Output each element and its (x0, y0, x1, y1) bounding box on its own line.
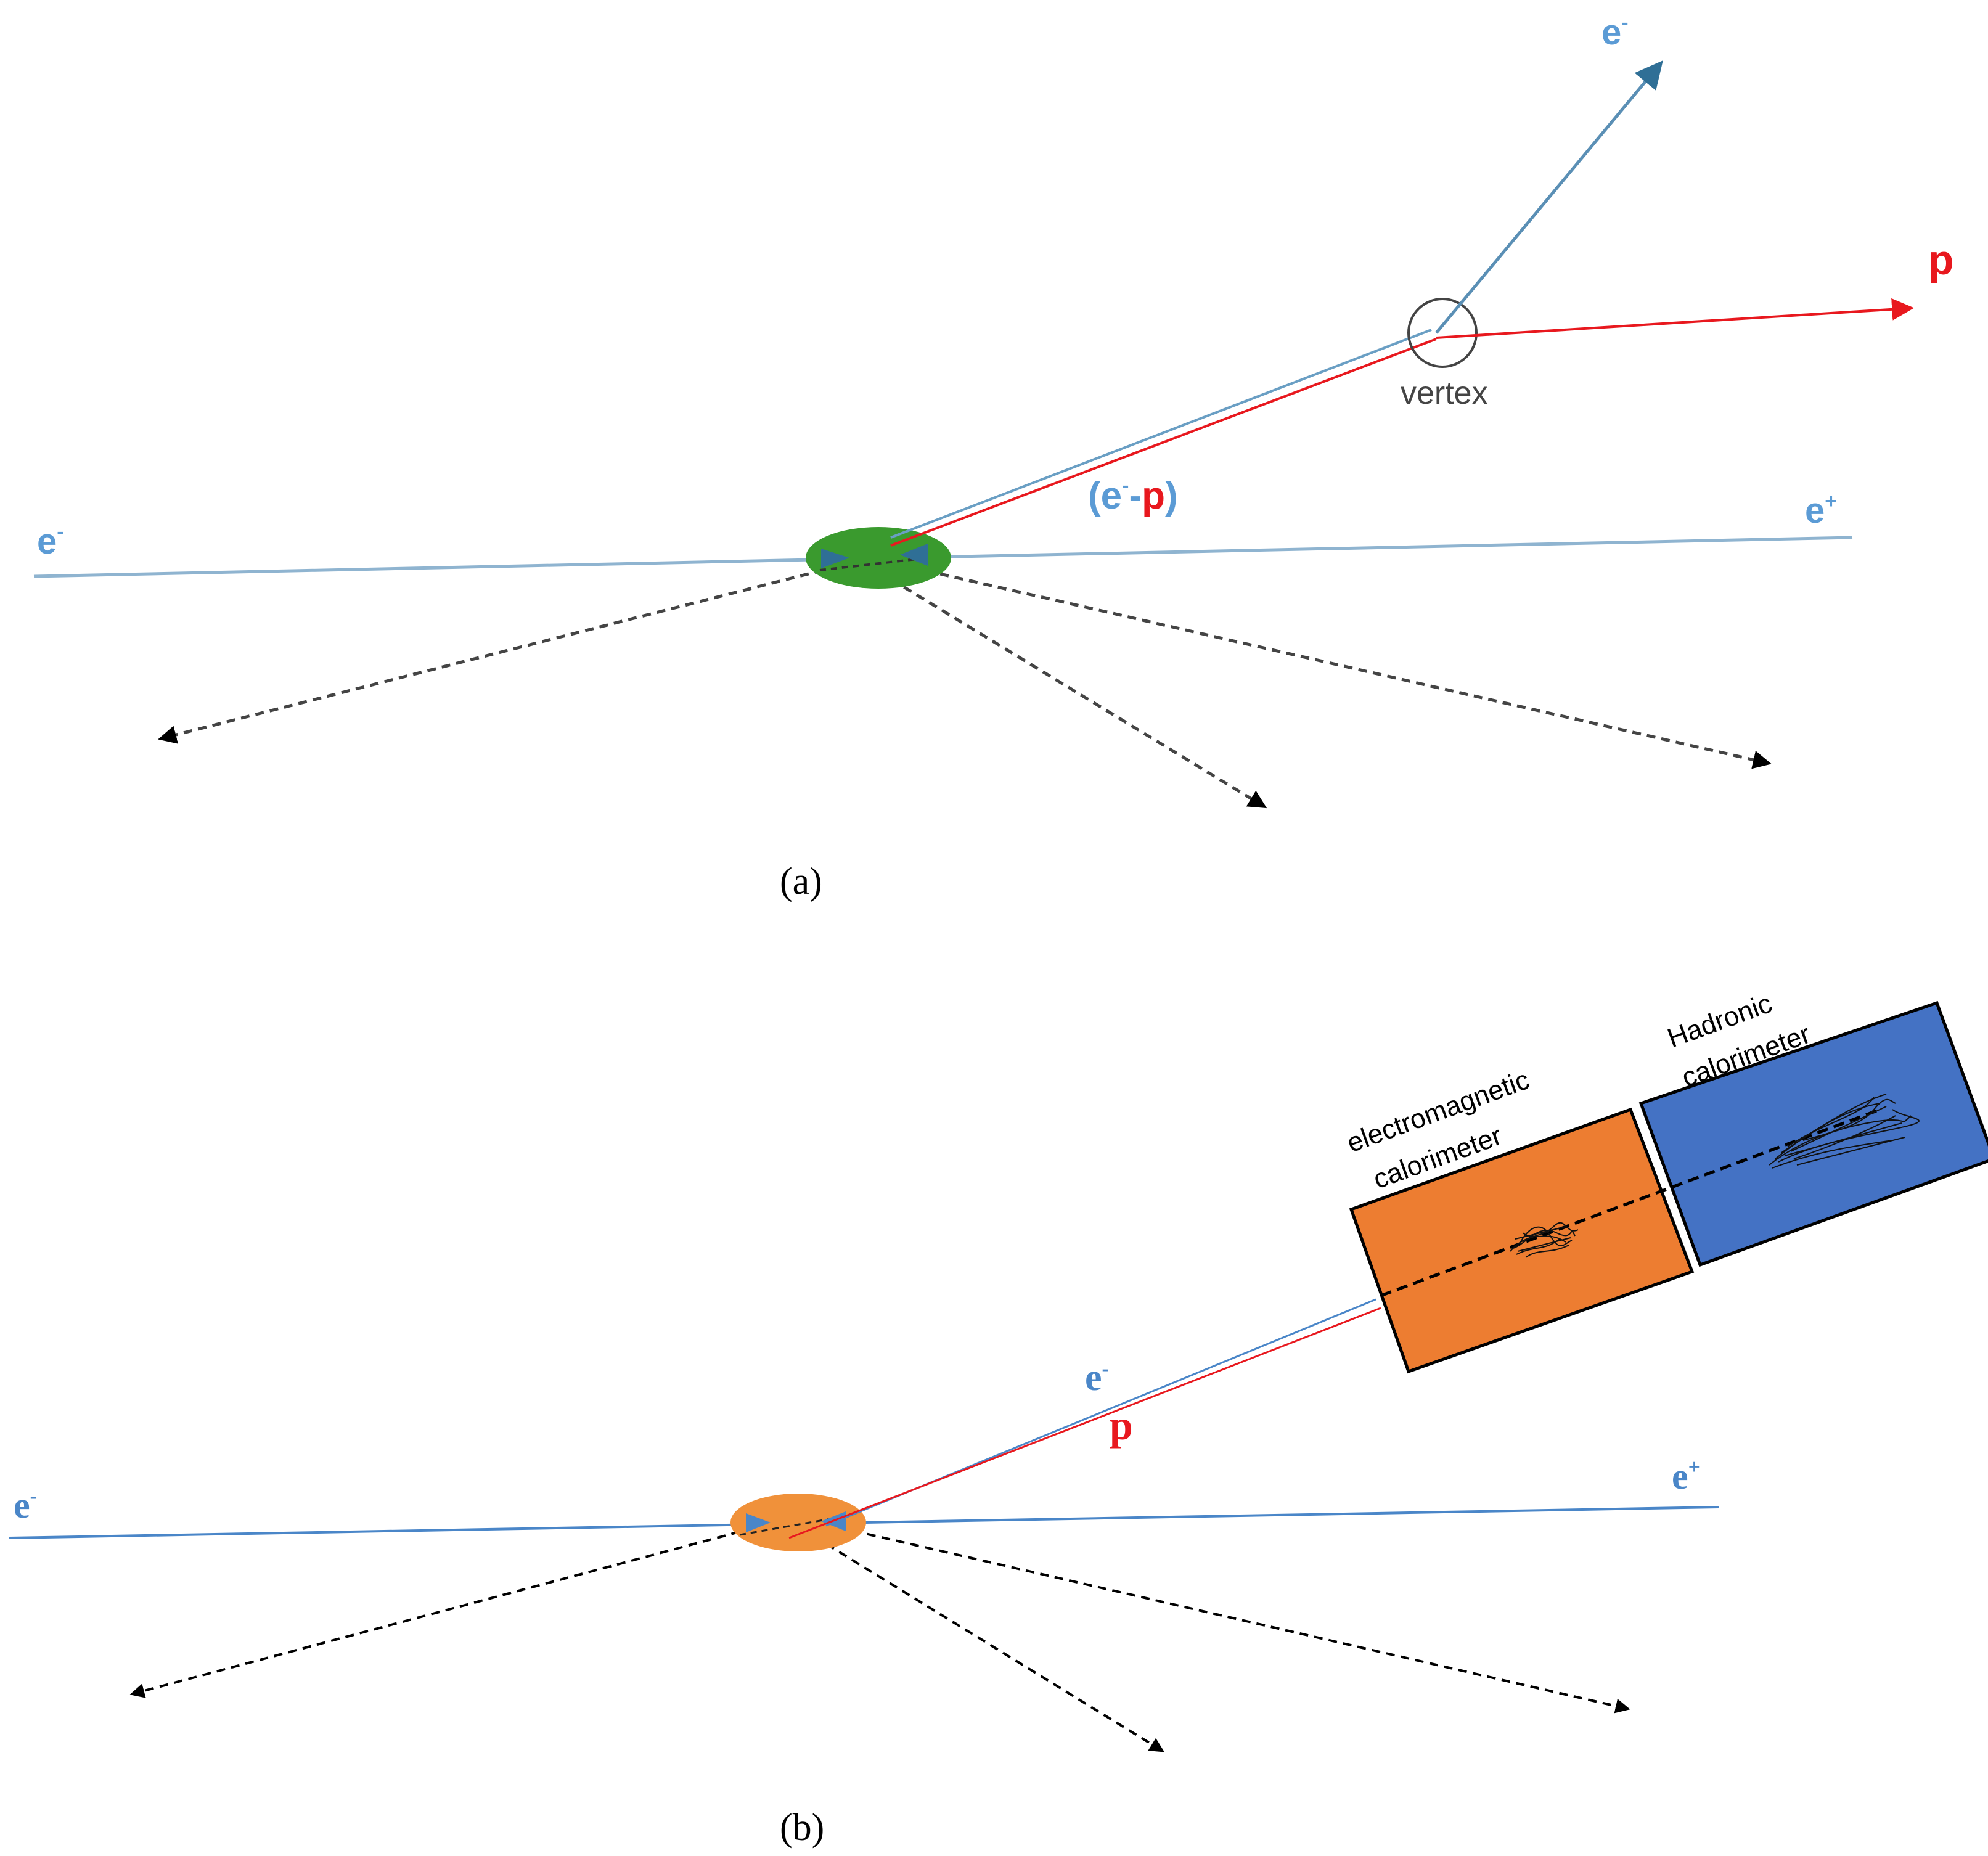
label-e-minus-in-a: e- (37, 520, 64, 562)
dashed-track-a-right (896, 562, 1772, 769)
pair-proton-track-a (890, 338, 1437, 547)
proton-track-b (788, 1307, 1381, 1539)
hadronic-calorimeter (1638, 1000, 1988, 1267)
label-proton-track-b: p (1110, 1402, 1133, 1449)
label-electron-track-b-sign: - (1102, 1357, 1109, 1380)
dashed-track-b-middle (800, 1527, 1165, 1752)
hadronic-shower (1769, 1094, 1920, 1169)
panel-label-b: (b) (780, 1807, 824, 1849)
label-e-minus-out-a-sign: - (1621, 11, 1628, 35)
vertex-circle (1407, 298, 1478, 368)
dashed-track-b-right (838, 1526, 1630, 1714)
em-shower (1510, 1222, 1579, 1258)
label-e-minus-out-a: e- (1601, 11, 1629, 52)
dashed-cross-a (819, 557, 928, 571)
label-e-plus-a-sign: + (1825, 489, 1837, 513)
dashed-track-b-left (129, 1531, 740, 1698)
trajectory-through-calorimeters (1380, 1108, 1881, 1298)
dashed-track-a-middle (865, 562, 1267, 809)
beam-arrow-right-b (746, 1513, 771, 1532)
interaction-region-a (806, 527, 951, 589)
beam-arrow-right-a (821, 549, 849, 568)
label-p-out-a: p (1928, 237, 1954, 284)
label-e-plus-a: e+ (1805, 489, 1837, 531)
label-e-plus-b-sign: + (1688, 1456, 1700, 1479)
label-e-minus-in-b-sign: - (30, 1485, 37, 1508)
outgoing-proton-track-a (1436, 298, 1915, 339)
label-e-minus-in-b: e- (14, 1485, 37, 1526)
label-electron-track-b: e- (1085, 1357, 1109, 1399)
pair-electron-track-a (890, 329, 1432, 539)
label-vertex: vertex (1401, 375, 1488, 411)
label-bound-state: (e--p) (1088, 474, 1178, 517)
outgoing-electron-track-a (1435, 60, 1663, 334)
panel-a (33, 60, 1915, 809)
label-e-plus-b: e+ (1672, 1456, 1700, 1497)
panel-label-a: (a) (780, 861, 822, 902)
panel-b (9, 1000, 1988, 1752)
label-e-minus-in-a-sign: - (57, 520, 63, 544)
dashed-track-a-left (158, 568, 824, 744)
beam-arrow-left-a (900, 544, 928, 566)
interaction-region-b (730, 1494, 866, 1551)
